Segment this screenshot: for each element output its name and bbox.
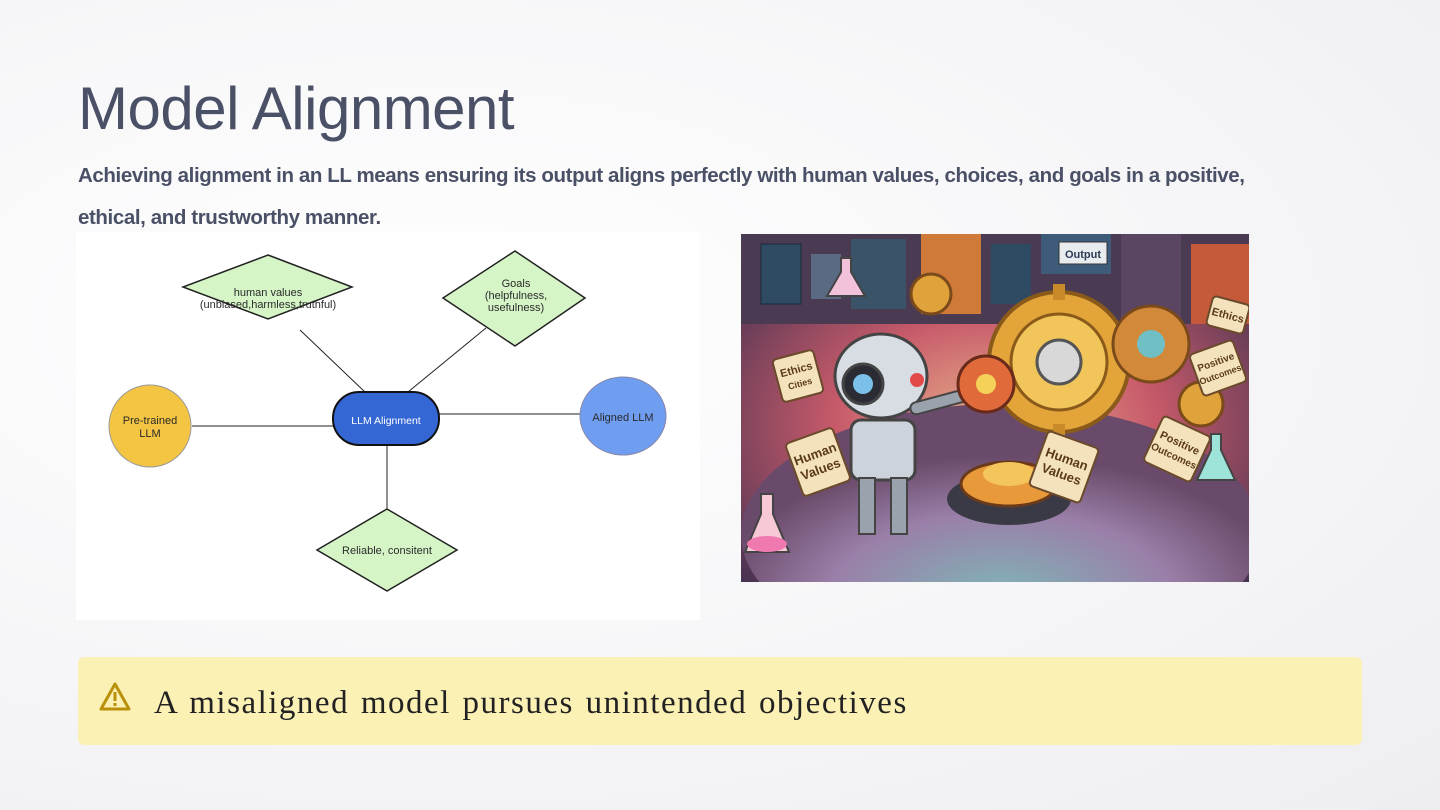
aligned-llm-node: Aligned LLM xyxy=(579,376,667,456)
flask-icon xyxy=(743,257,1237,553)
goals-line-2: (helpfulness, xyxy=(485,290,547,302)
output-sign: Output xyxy=(1065,249,1101,261)
sign-ethics-left: Ethics Cities xyxy=(771,349,825,403)
robot-alignment-illustration: Output xyxy=(741,234,1249,582)
pretrained-line-1: Pre-trained xyxy=(123,415,177,427)
goals-line-1: Goals xyxy=(502,278,531,290)
goals-line-3: usefulness) xyxy=(488,302,544,314)
alignment-diagram: human values (unbiased,harmless,truthful… xyxy=(76,232,700,620)
human-values-line-2: (unbiased,harmless,truthful) xyxy=(200,299,336,311)
pretrained-llm-node: Pre-trained LLM xyxy=(108,384,192,468)
llm-alignment-label: LLM Alignment xyxy=(351,415,421,427)
reliable-node: Reliable, consitent xyxy=(315,508,459,592)
pretrained-line-2: LLM xyxy=(139,428,160,440)
llm-alignment-node: LLM Alignment xyxy=(332,391,440,446)
human-values-node: human values (unbiased,harmless,truthful… xyxy=(180,254,355,320)
warning-callout: A misaligned model pursues unintended ob… xyxy=(78,657,1362,745)
aligned-llm-label: Aligned LLM xyxy=(592,412,653,424)
warning-triangle-icon xyxy=(98,681,132,718)
page-subtitle: Achieving alignment in an LL means ensur… xyxy=(78,164,1245,229)
reliable-label: Reliable, consitent xyxy=(342,545,432,557)
human-values-line-1: human values xyxy=(234,287,303,299)
sign-human-values-center: Human Values xyxy=(1028,430,1100,504)
sign-human-values-left: Human Values xyxy=(785,427,851,497)
warning-text: A misaligned model pursues unintended ob… xyxy=(154,685,908,721)
goals-node: Goals (helpfulness, usefulness) xyxy=(441,250,587,347)
page-title: Model Alignment xyxy=(78,75,515,142)
edge-goals-center xyxy=(407,327,487,393)
sign-ethics-top-right: Ethics xyxy=(1205,295,1249,335)
large-gear-icon xyxy=(981,284,1137,440)
robot-figure xyxy=(833,332,970,535)
sign-positive-outcomes-top: Positive Outcomes xyxy=(1188,339,1248,397)
sign-positive-outcomes-right: Positive Outcomes xyxy=(1143,415,1211,483)
edge-values-center xyxy=(299,329,367,394)
